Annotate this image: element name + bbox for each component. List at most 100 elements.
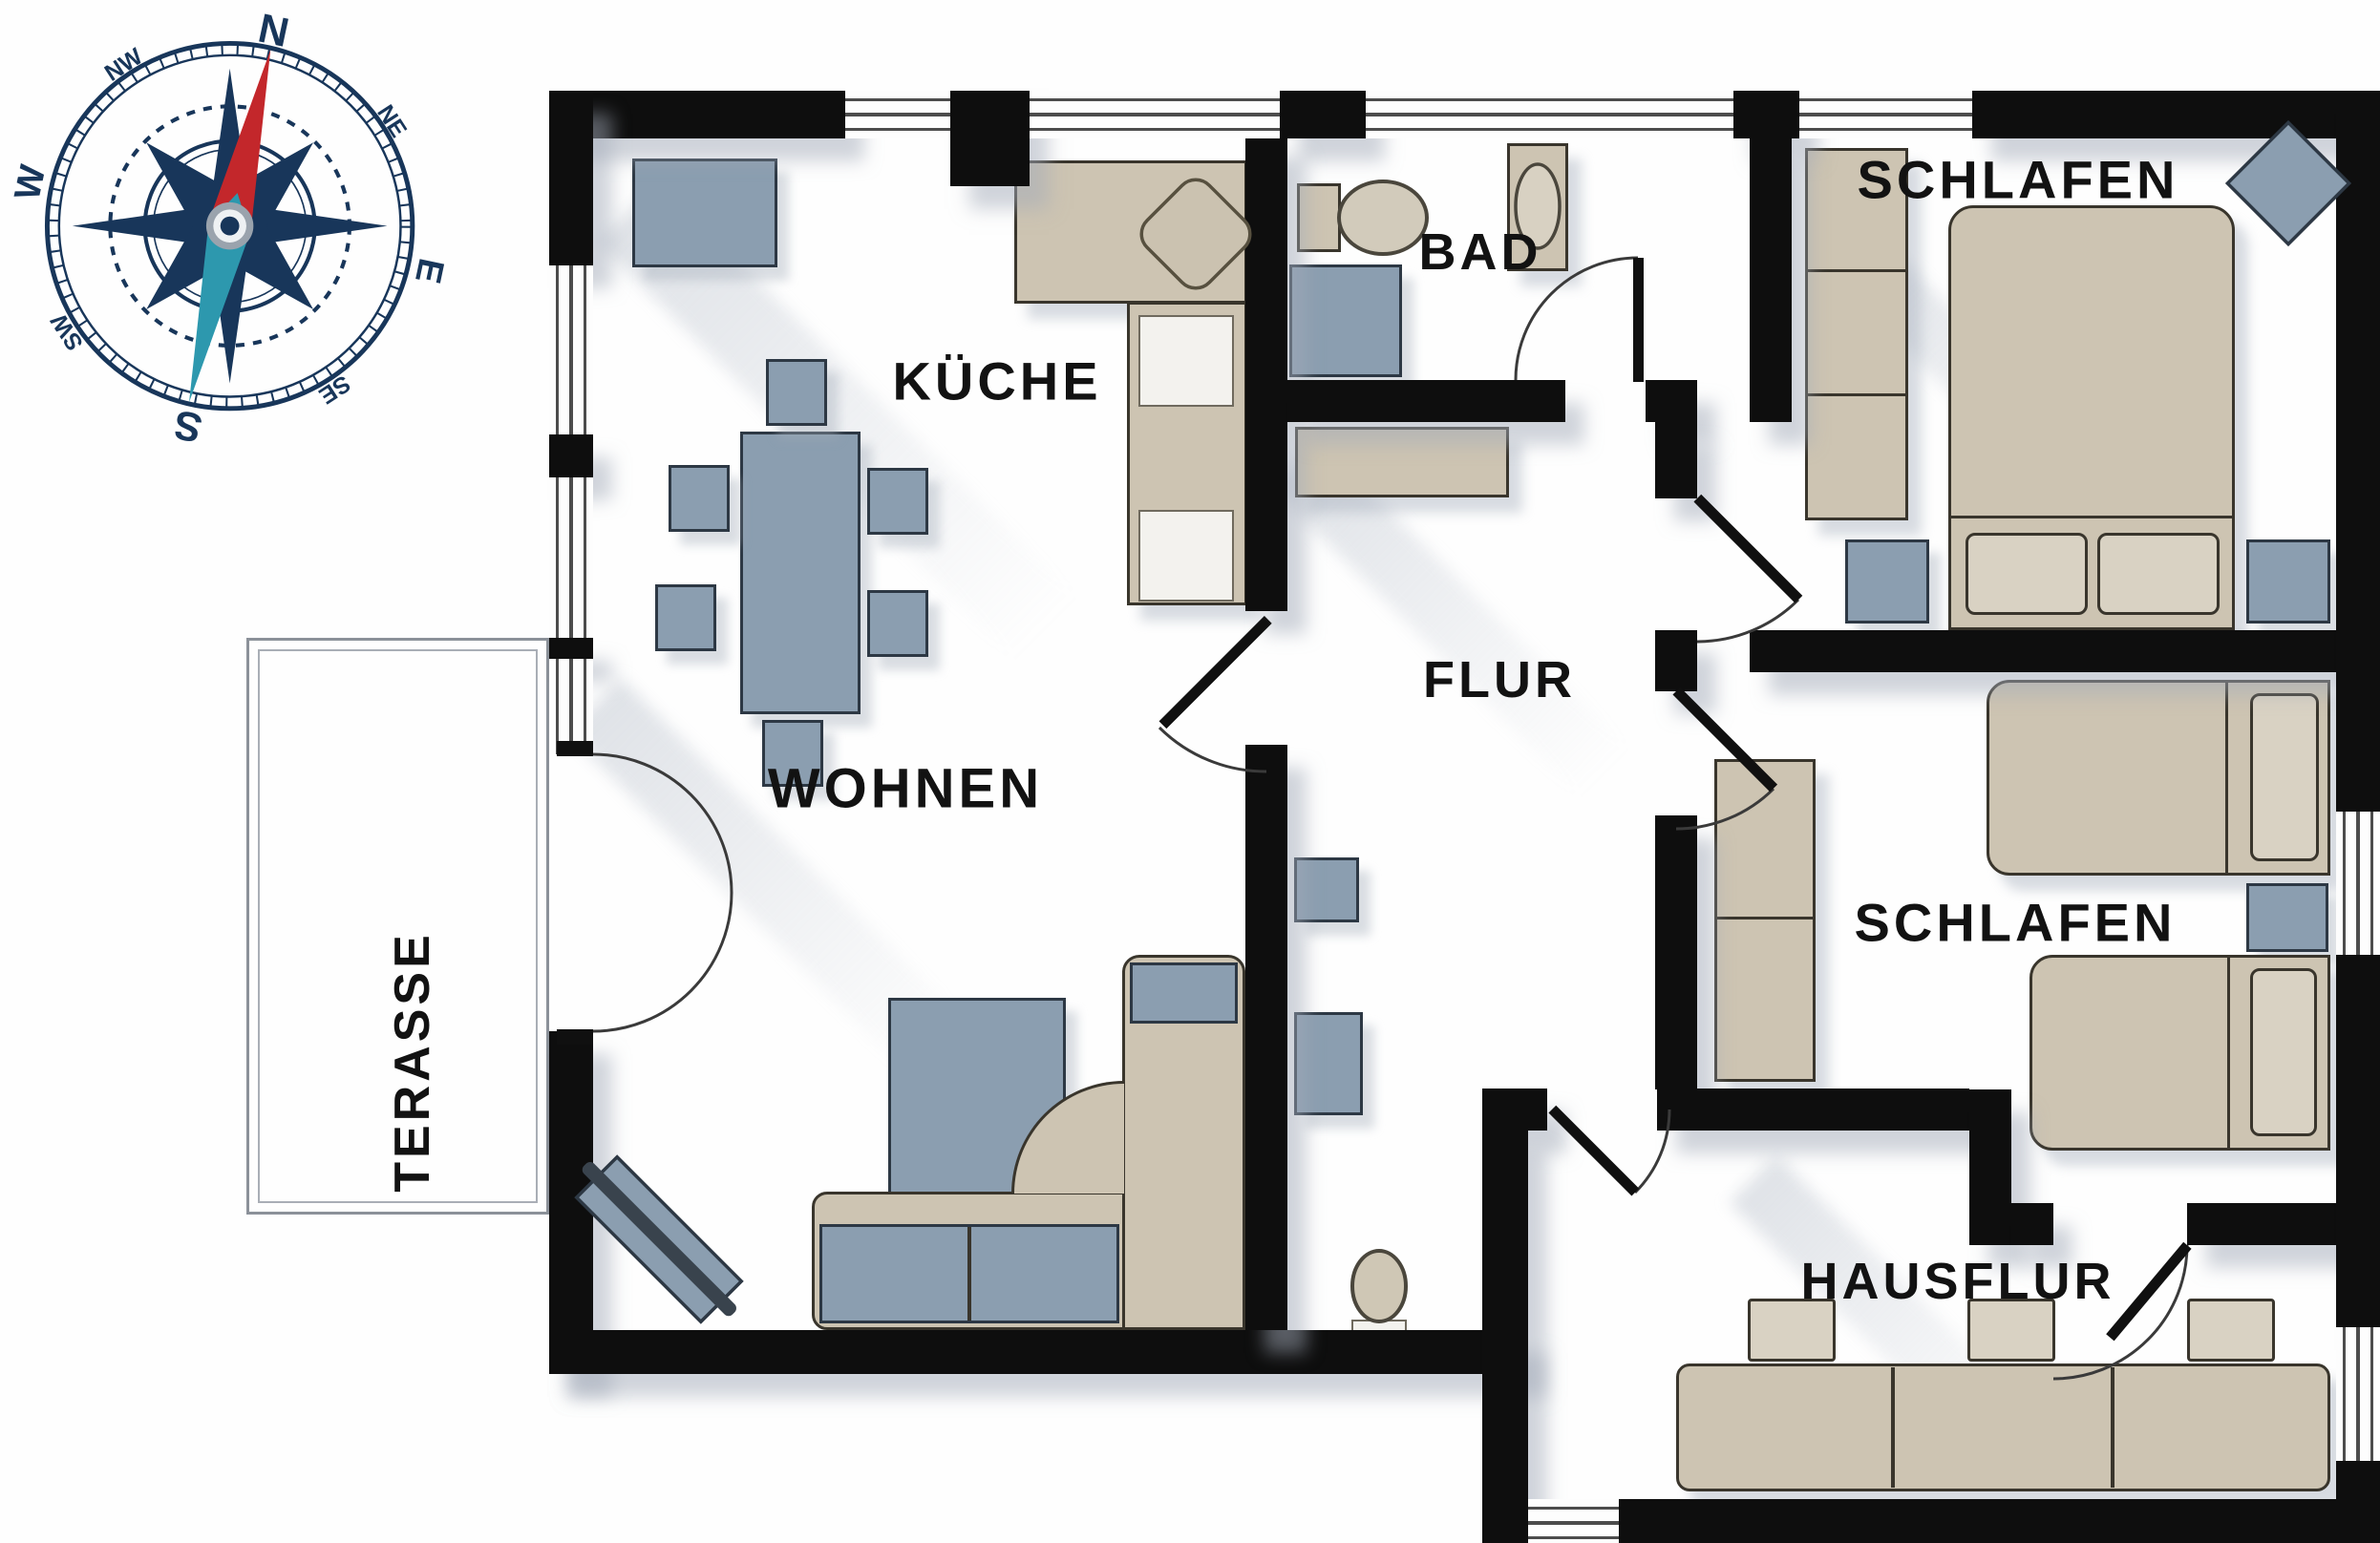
nightstand [1845, 539, 1929, 624]
wall [1646, 380, 1697, 422]
hall-cabinet [1294, 1012, 1363, 1115]
wall [549, 91, 845, 138]
wall [2011, 1203, 2053, 1245]
door-leaf [2106, 1241, 2192, 1342]
compass-outer-ring [44, 40, 415, 412]
waiting-sofa [1676, 1363, 2330, 1491]
wall [1245, 745, 1287, 1330]
terrace-door-arc [592, 892, 733, 1033]
wardrobe-divider [1808, 269, 1905, 272]
dining-table [740, 432, 861, 714]
wall [1619, 1499, 2380, 1543]
window [2336, 1327, 2380, 1461]
wall [1245, 135, 1287, 611]
dining-chair [762, 720, 823, 787]
compass-label-e: E [407, 255, 451, 286]
door-leaf [1633, 258, 1644, 382]
hall-side-table [1294, 857, 1359, 922]
wall [1482, 1089, 1547, 1131]
wall [1287, 380, 1565, 422]
wall [549, 1330, 1528, 1374]
dining-chair [655, 584, 716, 651]
shower [1289, 264, 1402, 377]
window [549, 265, 593, 434]
wardrobe-divider [1717, 917, 1813, 919]
sofa-cushion-seam [1891, 1367, 1895, 1488]
compass-label-s: S [170, 400, 206, 451]
kitchen-sideboard [632, 159, 777, 267]
room-label-schlafen-top: SCHLAFEN [1857, 149, 2179, 210]
wall [1969, 1089, 2011, 1245]
compass-label-ne: NE [372, 100, 411, 142]
bed-blanket-line [1951, 516, 2232, 518]
sofa-end-cushion [1130, 962, 1238, 1024]
wardrobe-divider [1808, 393, 1905, 396]
needle-hub-dot [220, 216, 240, 236]
compass-label-sw: SW [46, 308, 89, 355]
terrace-inner-line [258, 649, 538, 1203]
entrance-door-threshold [1528, 1499, 1619, 1543]
dining-chair [867, 468, 928, 535]
kitchen-counter-top [1014, 160, 1247, 304]
wall [1750, 135, 1792, 422]
wall [2336, 955, 2380, 1327]
wall [549, 91, 593, 265]
wall [1657, 1089, 1969, 1131]
door-leaf [1548, 1105, 1640, 1196]
nightstand [2246, 883, 2328, 952]
room-label-wohnen: WOHNEN [767, 757, 1044, 820]
wall [2336, 91, 2380, 812]
window [1030, 91, 1280, 138]
compass-label-n: N [254, 10, 292, 56]
room-label-hausflur: HAUSFLUR [1800, 1253, 2115, 1310]
kitchen-sink-block [1138, 315, 1234, 407]
wall [1655, 815, 1697, 1089]
compass-rose: N NE E SE S SW W NW [13, 10, 451, 451]
terrace-outline [246, 638, 549, 1215]
hall-bench-table [1748, 1299, 1836, 1362]
dining-chair [867, 590, 928, 657]
bed-pillow [2250, 693, 2319, 861]
room-label-schlafen-mid: SCHLAFEN [1854, 892, 2177, 953]
wall [1655, 422, 1697, 498]
compass-label-w: W [13, 161, 53, 203]
bed-blanket-line [2227, 958, 2230, 1148]
terrace-door-arc [592, 752, 733, 894]
wall [549, 434, 593, 477]
wardrobe [1714, 759, 1816, 1082]
wall [1280, 91, 1366, 138]
wall [549, 638, 593, 659]
room-label-kueche: KÜCHE [892, 350, 1102, 412]
dining-chair [766, 359, 827, 426]
terrace-door-glazing [549, 659, 593, 754]
door-leaf [1158, 616, 1272, 729]
window [549, 477, 593, 638]
wall [1972, 91, 2380, 138]
window [845, 91, 950, 138]
wall [1750, 630, 2380, 672]
sofa-cushion-seam [2111, 1367, 2114, 1488]
compass-label-se: SE [314, 370, 354, 409]
nightstand [2246, 539, 2330, 624]
room-label-bad: BAD [1418, 223, 1542, 281]
window [1799, 91, 1972, 138]
hall-sideboard [1295, 427, 1509, 497]
hall-bench-table [2187, 1299, 2275, 1362]
door-leaf [1693, 494, 1803, 603]
plant [1350, 1249, 1408, 1323]
sofa-cushion-seam [967, 1227, 971, 1321]
kitchen-stove-block [1138, 510, 1234, 602]
wall [1733, 91, 1799, 138]
decor-diamond [2224, 119, 2352, 247]
wall [1655, 630, 1697, 691]
wardrobe [1805, 148, 1908, 520]
wall [549, 1031, 593, 1374]
window [2336, 812, 2380, 955]
wall [950, 91, 1030, 186]
bed-blanket-line [2225, 683, 2228, 873]
toilet-bowl [1337, 180, 1429, 256]
window [1366, 91, 1733, 138]
room-label-flur: FLUR [1423, 651, 1576, 708]
dining-chair [669, 465, 730, 532]
